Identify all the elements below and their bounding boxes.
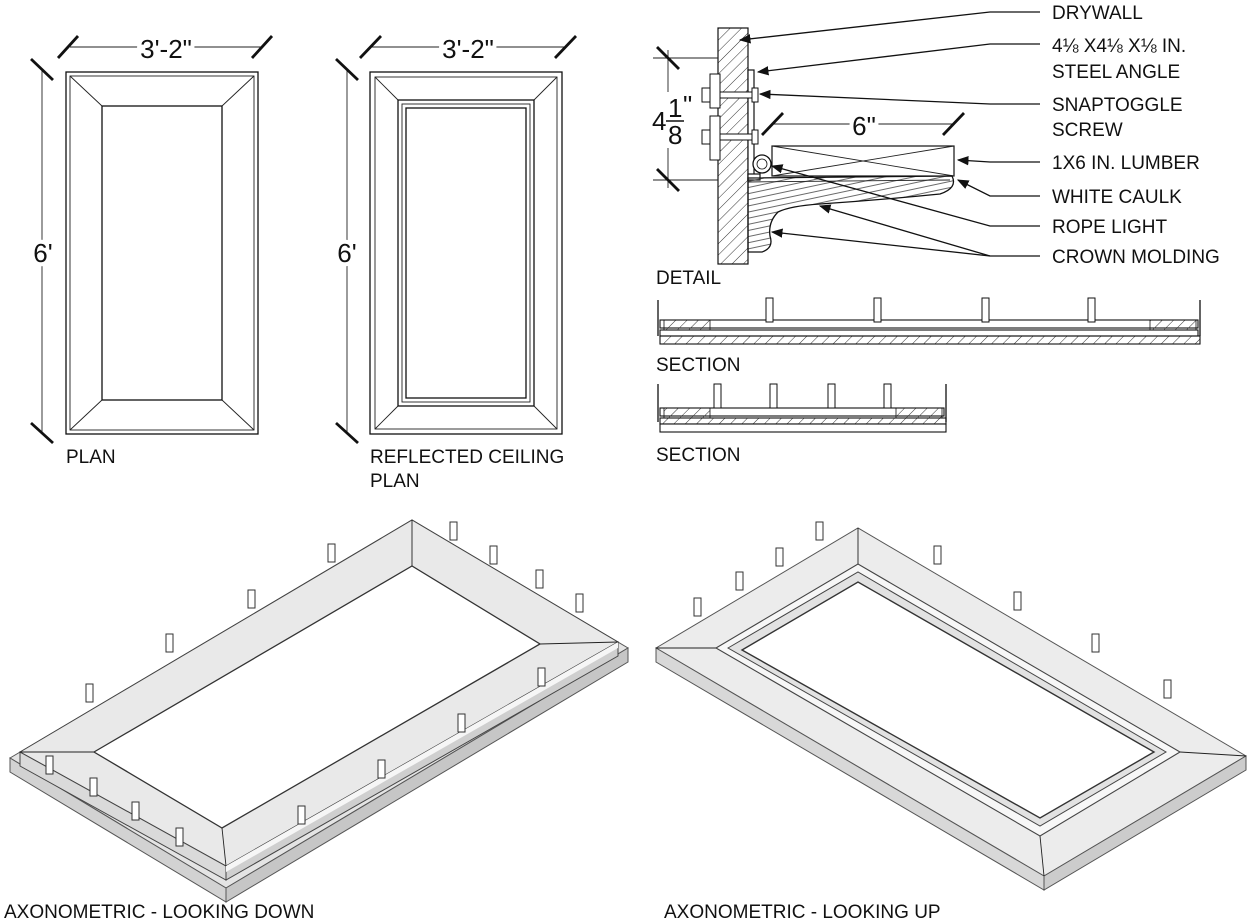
- drywall-wall: [717, 27, 749, 265]
- rcp-width-dimension: 3'-2": [442, 34, 494, 64]
- callout-drywall: DRYWALL: [1052, 3, 1143, 24]
- plan-width-dimension: 3'-2": [140, 34, 192, 64]
- callout-steel-angle-line2: STEEL ANGLE: [1052, 62, 1180, 83]
- rcp-caption-line2: PLAN: [370, 471, 420, 492]
- axonometric-looking-up: AXONOMETRIC - LOOKING UP: [655, 521, 1247, 923]
- detail-caption: DETAIL: [656, 268, 721, 289]
- callout-snaptoggle-line2: SCREW: [1052, 120, 1123, 141]
- section-short-caption: SECTION: [656, 445, 740, 466]
- crown-molding-profile: [747, 175, 955, 253]
- svg-text:4: 4: [652, 106, 666, 136]
- section-short-brackets: [713, 383, 892, 409]
- svg-text:1: 1: [668, 93, 682, 123]
- detail-view: 4 1 8 " 6" DRYWALL 4⅛ X4⅛ X⅛ IN. STEEL A…: [650, 3, 1220, 289]
- rcp-caption-line1: REFLECTED CEILING: [370, 447, 564, 468]
- callout-lumber: 1X6 IN. LUMBER: [1052, 153, 1200, 174]
- lumber-board: [771, 145, 955, 177]
- svg-text:": ": [683, 90, 692, 120]
- axo-down-brackets: [45, 521, 584, 847]
- callout-rope-light: ROPE LIGHT: [1052, 217, 1167, 238]
- detail-height-dimension: 4 1 8 ": [650, 90, 692, 150]
- axo-up-brackets: [693, 521, 1172, 699]
- callout-snaptoggle-line1: SNAPTOGGLE: [1052, 95, 1183, 116]
- axonometric-looking-down: AXONOMETRIC - LOOKING DOWN: [4, 519, 629, 923]
- plan-caption: PLAN: [66, 447, 116, 468]
- section-short-view: SECTION: [656, 383, 947, 466]
- rope-light: [752, 154, 772, 174]
- snaptoggle-screws: [701, 73, 759, 161]
- callout-white-caulk: WHITE CAULK: [1052, 187, 1182, 208]
- plan-view: 3'-2" 6' PLAN: [29, 30, 274, 468]
- svg-text:8: 8: [668, 120, 682, 150]
- plan-height-dimension: 6': [33, 238, 52, 268]
- section-long-view: SECTION: [656, 297, 1201, 376]
- detail-width-dimension: 6": [852, 111, 876, 141]
- section-long-caption: SECTION: [656, 355, 740, 376]
- axo-up-caption: AXONOMETRIC - LOOKING UP: [664, 902, 941, 923]
- callout-steel-angle-line1: 4⅛ X4⅛ X⅛ IN.: [1052, 36, 1186, 57]
- section-long-brackets: [765, 297, 1096, 323]
- detail-callout-leaders: [738, 11, 1040, 257]
- callout-crown-molding: CROWN MOLDING: [1052, 247, 1220, 268]
- axo-down-caption: AXONOMETRIC - LOOKING DOWN: [4, 902, 314, 923]
- rcp-height-dimension: 6': [337, 238, 356, 268]
- reflected-ceiling-plan-view: 3'-2" 6' REFLECTED CEILING PLAN: [333, 30, 578, 492]
